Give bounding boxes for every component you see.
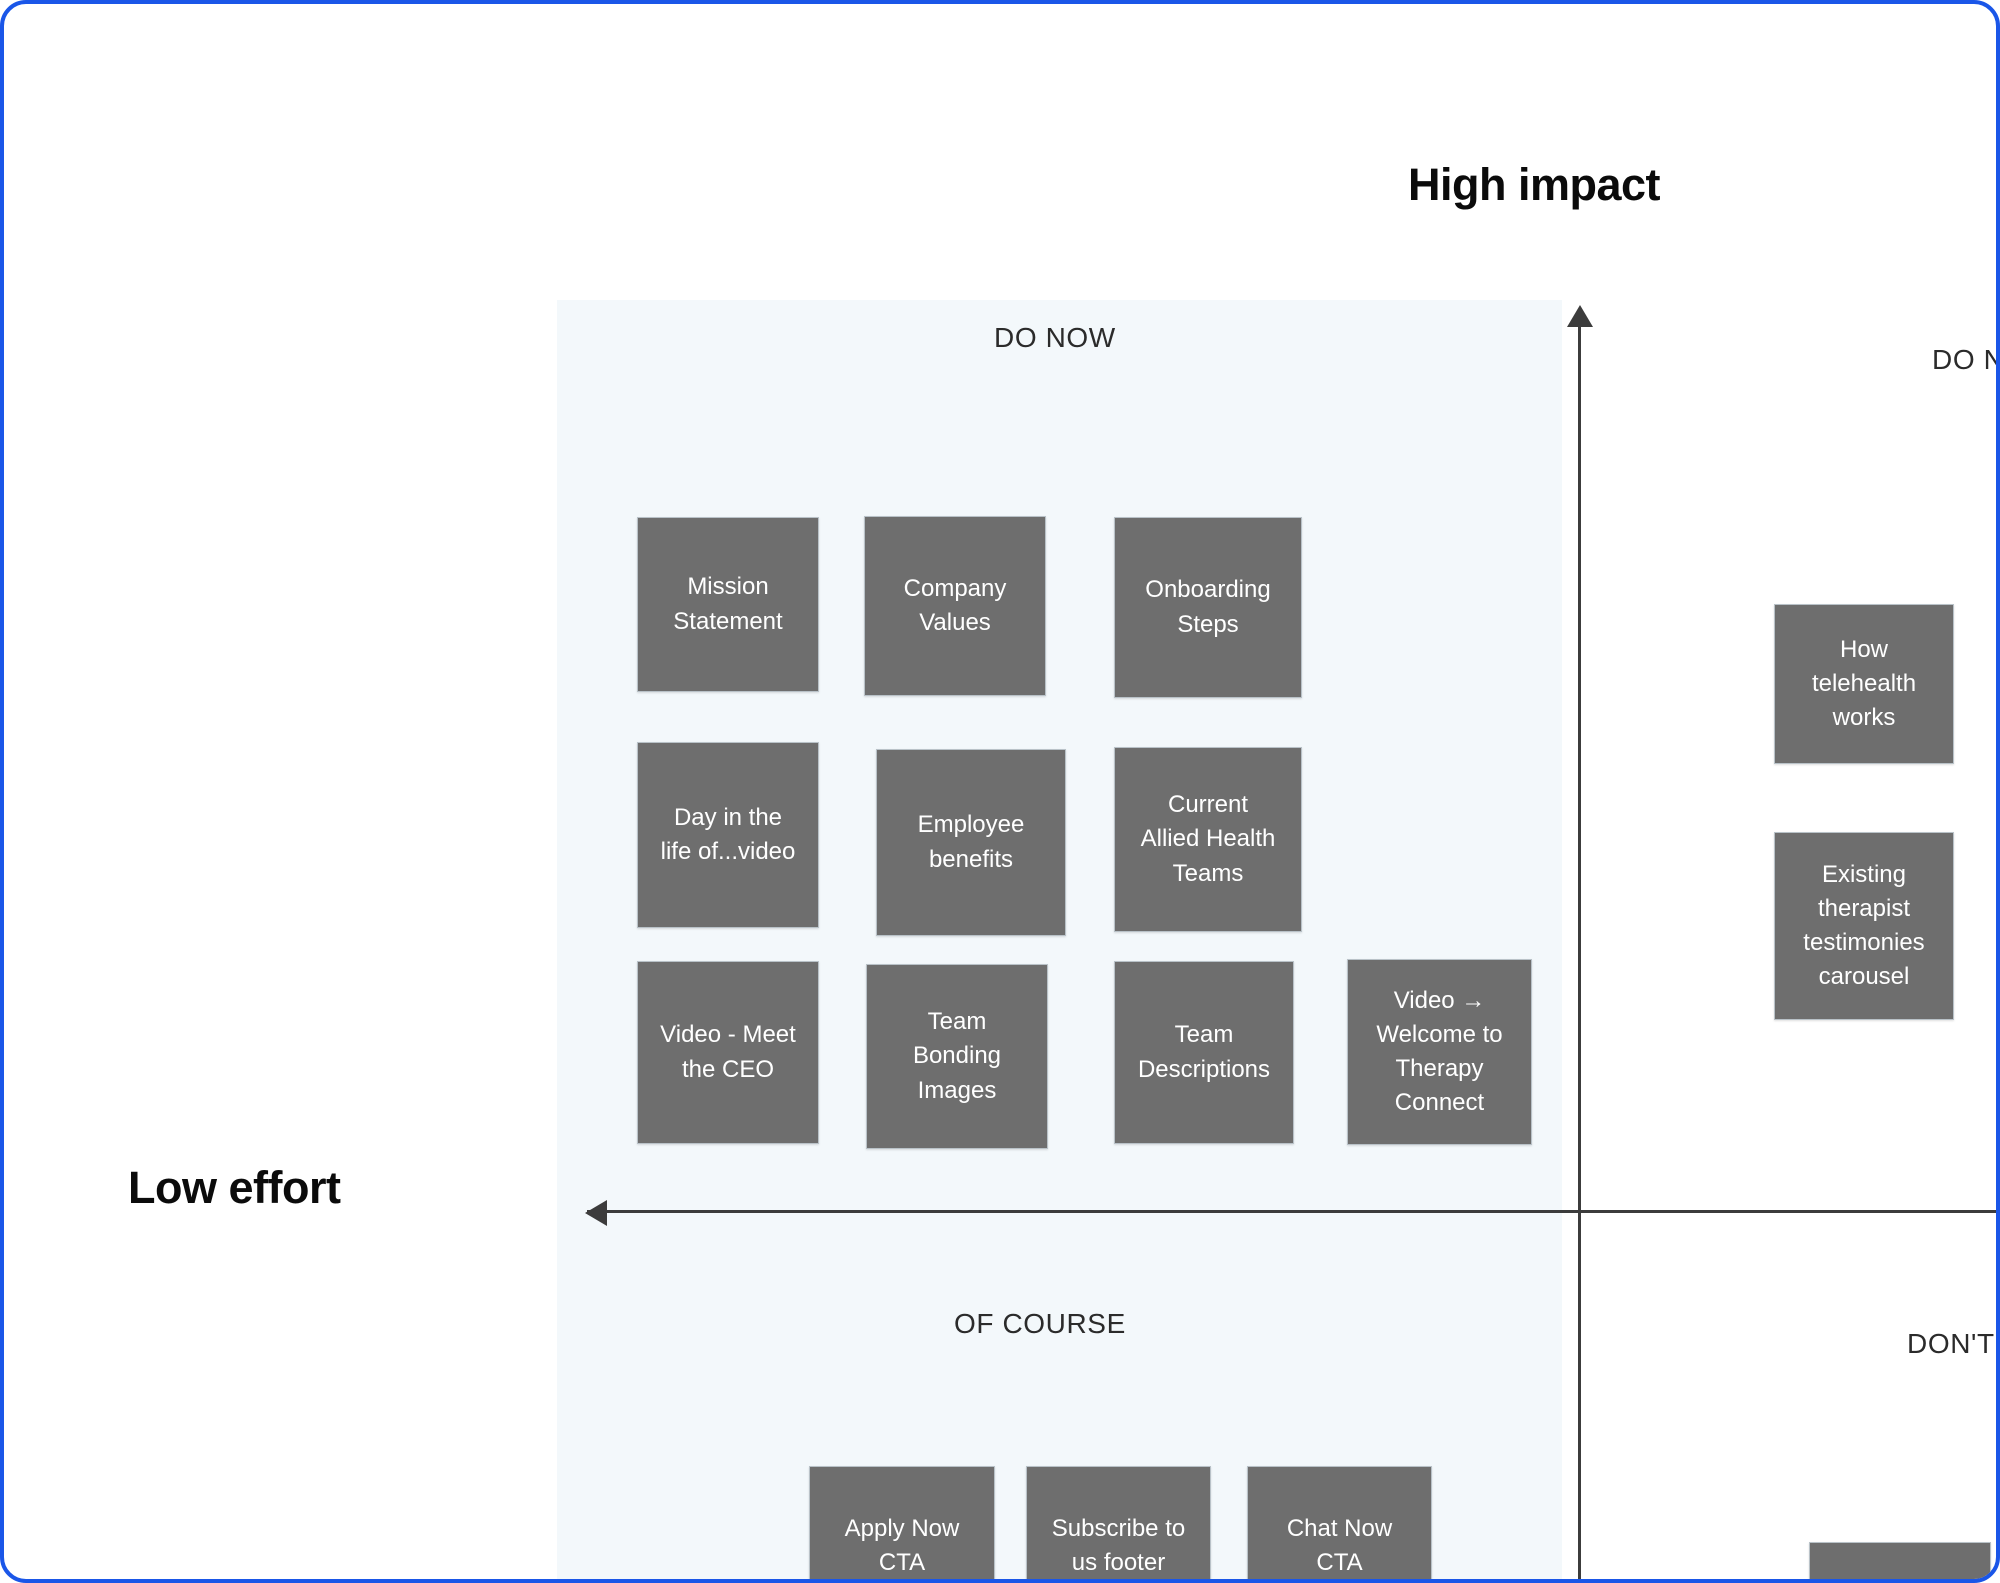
sticky-note-card[interactable]: Chat Now CTA	[1247, 1466, 1432, 1579]
sticky-note-card[interactable]: Video - Meet the CEO	[637, 961, 819, 1144]
sticky-note-card[interactable]: Day in the life of...video	[637, 742, 819, 928]
sticky-note-card[interactable]: Subscribe to us footer	[1026, 1466, 1211, 1579]
sticky-note-card[interactable]: Apply Now CTA	[809, 1466, 995, 1579]
quadrant-title-of-course: OF COURSE	[954, 1308, 1126, 1339]
sticky-note-card[interactable]: Existing therapist testimonies carousel	[1774, 832, 1954, 1020]
sticky-note-card[interactable]: Team Descriptions	[1114, 961, 1294, 1144]
axis-label-low-effort: Low effort	[128, 1162, 341, 1213]
sticky-note-card[interactable]: Mission Statement	[637, 517, 819, 692]
sticky-note-card[interactable]: Current Allied Health Teams	[1114, 747, 1302, 932]
effort-axis-arrow-icon	[585, 1200, 607, 1226]
effort-axis-line	[587, 1210, 1996, 1213]
quadrant-title-dont: DON'T	[1907, 1328, 1995, 1359]
sticky-note-card[interactable]: Company Values	[864, 516, 1046, 696]
quadrant-title-do-next: DO NEXT	[1932, 344, 1996, 375]
sticky-note-card[interactable]	[1809, 1542, 1991, 1579]
sticky-note-card[interactable]: Team Bonding Images	[866, 964, 1048, 1149]
axis-label-high-impact: High impact	[1408, 159, 1661, 210]
sticky-note-card[interactable]: Employee benefits	[876, 749, 1066, 936]
impact-axis-arrow-icon	[1567, 305, 1593, 327]
sticky-note-card[interactable]: Video → Welcome to Therapy Connect	[1347, 959, 1532, 1145]
sticky-note-card[interactable]: How telehealth works	[1774, 604, 1954, 764]
quadrant-highlight-panel	[557, 300, 1562, 1579]
sticky-note-card[interactable]: Onboarding Steps	[1114, 517, 1302, 698]
impact-axis-line	[1578, 309, 1581, 1579]
quadrant-title-do-now: DO NOW	[994, 322, 1116, 353]
